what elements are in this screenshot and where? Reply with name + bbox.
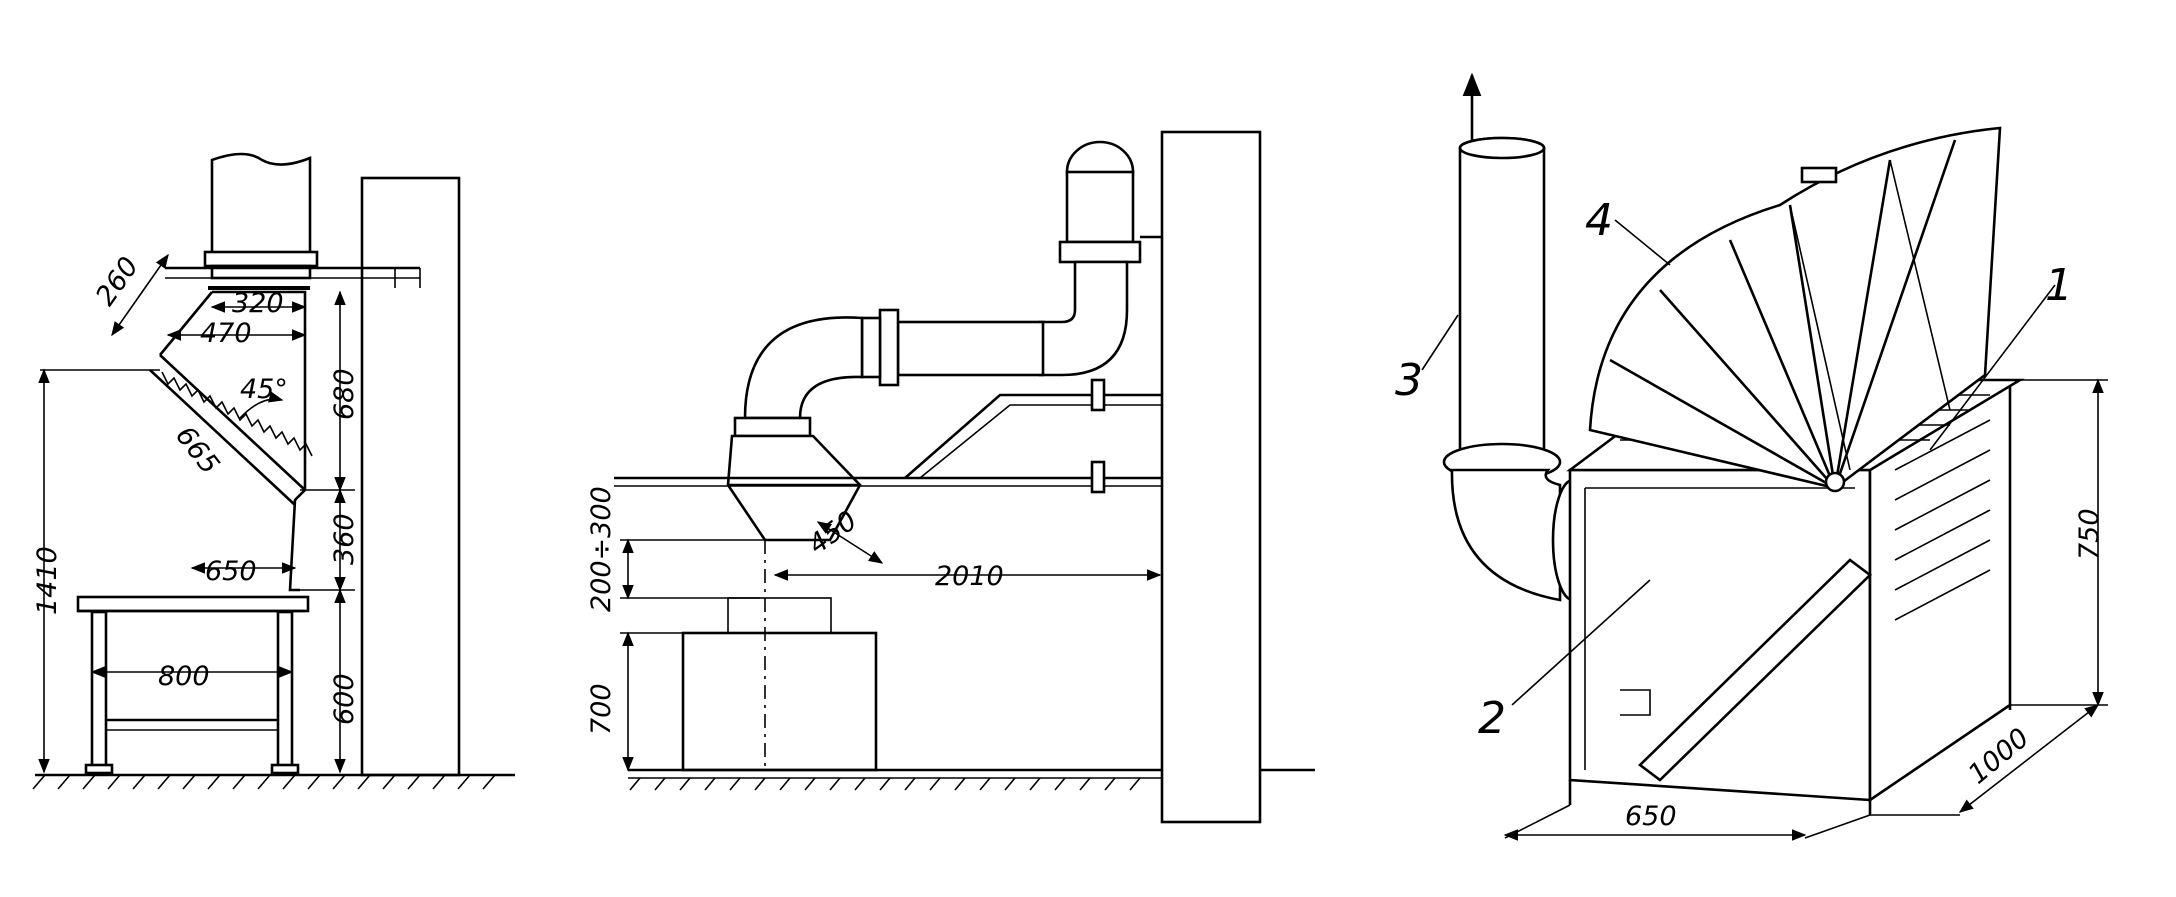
view-1-side-elevation: 260 320 470 45° 665 680 360 650 1410 800… [32,152,515,790]
duct-flange-2 [860,316,882,379]
table-top [76,595,310,613]
riser-elbow [1038,260,1129,377]
cabinet-front [1568,468,1872,802]
dim-200-300: 200÷300 [586,486,617,612]
dim-line-450 [816,521,884,564]
dim-650-iso: 650 [1625,801,1677,832]
pipe-top-rim [1458,136,1546,160]
dim-2010: 2010 [935,561,1004,592]
dim-650: 650 [205,556,257,587]
riser-pipe [1065,170,1135,244]
ext-line-650-left [1504,804,1571,839]
dim-45-deg: 45° [240,374,288,405]
table-foot-right [270,763,300,775]
dim-1000: 1000 [1963,722,2036,790]
dim-320: 320 [232,288,284,319]
part-label-2: 2 [1478,693,1506,744]
dim-680: 680 [329,368,360,420]
dim-750: 750 [2074,508,2105,560]
duct-flange [203,250,319,268]
dim-665: 665 [169,421,225,481]
ext-line-650-right [1804,814,1871,839]
table-leg-right [276,610,294,774]
view-2-duct-elevation: 450 200÷300 2010 700 [586,130,1315,824]
dim-260: 260 [90,252,145,312]
duct-flange-1 [878,308,900,387]
work-block-top [727,597,832,634]
pipe-elbow [1450,468,1562,602]
table-foot-left [84,763,114,775]
exhaust-pipe [1458,146,1546,458]
table-leg-left [90,610,108,774]
dim-470: 470 [200,318,252,349]
horizontal-duct [896,320,1045,377]
part-label-4: 4 [1585,195,1613,246]
dim-line-1000 [1958,704,2100,813]
riser-flange [1058,240,1142,264]
dim-600: 600 [329,673,360,725]
bolt-lower [1090,460,1106,494]
part-label-3: 3 [1395,355,1423,406]
dim-1410: 1410 [32,546,63,615]
dim-360: 360 [329,513,360,565]
cabinet-side-louvers [1894,419,1991,621]
part-label-1: 1 [2045,260,2073,311]
hinge [1824,471,1846,493]
door-handle [1620,689,1651,716]
cabinet-diagonal-shelf [1638,558,1872,782]
view-3-isometric: 3 2 4 1 750 1000 650 [1395,72,2108,841]
bolt-upper [1090,378,1106,412]
leader-1 [1929,284,2056,451]
hood-body [158,290,307,592]
hood-filter-panel [149,354,306,506]
wall-hatched-2 [1160,130,1262,824]
angle-arc [239,391,284,419]
ground-hatch [32,774,496,790]
descending-elbow [743,316,864,420]
elbow-flange [733,416,812,438]
duct-pipe [210,152,312,257]
leader-2 [1511,579,1651,706]
leader-4 [1614,219,1671,266]
floor-hatch [629,777,1141,791]
work-block-base [681,631,878,772]
dim-800: 800 [158,661,210,692]
hood-cover-inner [1789,159,1951,471]
support-strut-2 [919,404,1162,479]
hood-cover-fan [1588,126,2002,490]
dim-700: 700 [586,683,617,735]
leader-3 [1421,314,1459,371]
dim-line-260 [111,253,169,337]
hood-handle [1800,166,1838,184]
hood-cover-ribs [1609,139,1957,490]
support-strut [904,393,1162,479]
filter-teeth [161,371,313,457]
